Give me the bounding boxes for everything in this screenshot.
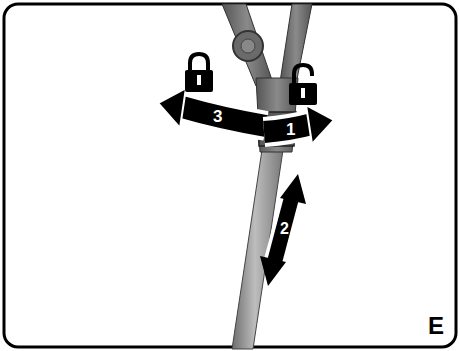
frame	[4, 4, 456, 347]
locked-padlock-icon	[185, 54, 213, 92]
arrowhead	[158, 88, 186, 128]
handle-knob	[241, 39, 255, 53]
callout-number: 1	[286, 121, 295, 138]
arrow-outline	[274, 196, 292, 264]
arrow-outline	[182, 107, 266, 126]
figure-letter: E	[428, 314, 444, 338]
handle-arm	[280, 4, 312, 84]
slide-arrow	[274, 196, 292, 264]
unlocked-padlock-icon	[289, 65, 317, 105]
arrowhead	[306, 105, 334, 144]
rotate-lock-arrow	[182, 107, 266, 126]
handle-arm	[222, 4, 272, 86]
arrowhead	[260, 256, 286, 286]
callout-number: 2	[280, 221, 289, 237]
handle-knob	[233, 31, 263, 61]
arrowhead	[280, 174, 306, 204]
callout-number: 3	[213, 108, 222, 125]
